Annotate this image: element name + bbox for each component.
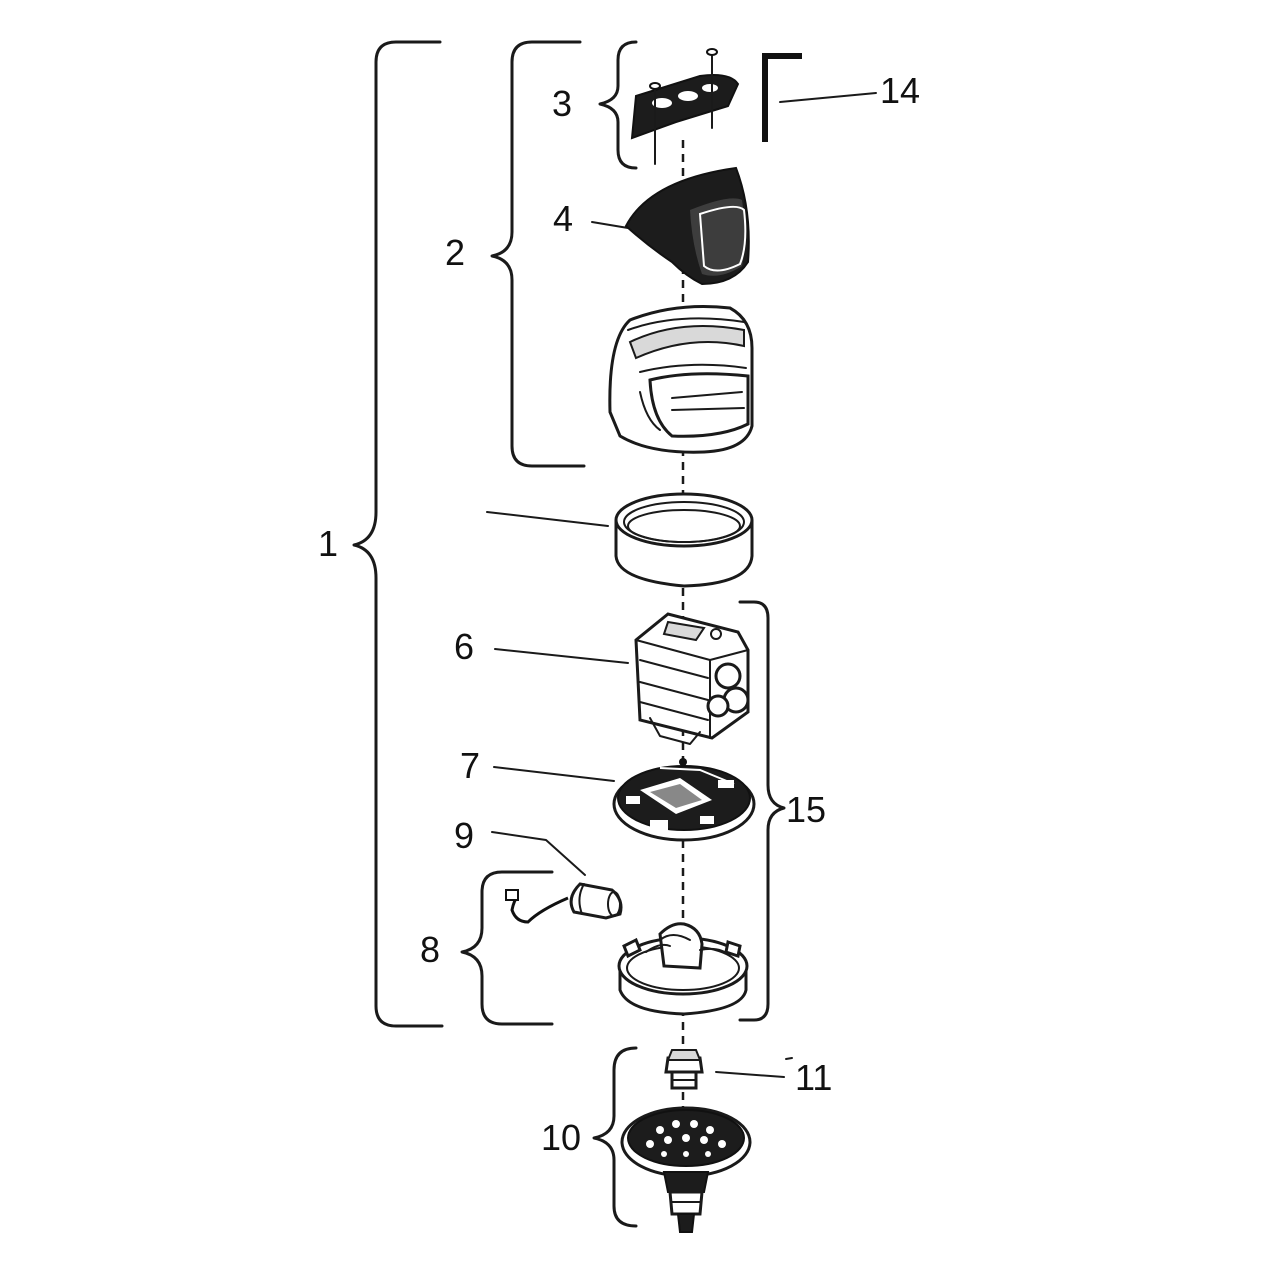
bracket-8	[460, 870, 554, 1026]
faucet-body-icon	[608, 305, 754, 454]
leader-7	[493, 766, 615, 782]
base-housing-icon	[617, 922, 749, 1016]
leader-6	[494, 648, 629, 664]
bracket-10	[592, 1046, 638, 1228]
callout-8: 8	[420, 929, 440, 970]
callout-4: 4	[553, 198, 573, 239]
bracket-2	[490, 40, 586, 468]
trim-ring-icon	[614, 492, 754, 588]
callout-1: 1	[318, 523, 338, 564]
callout-7: 7	[460, 745, 480, 786]
callout-15: 15	[786, 789, 826, 830]
callout-10: 10	[541, 1117, 581, 1158]
callout-2: 2	[445, 232, 465, 273]
callout-11: 11	[795, 1057, 832, 1098]
filter-flange-icon	[620, 1106, 752, 1233]
callout-14: 14	[880, 70, 920, 111]
bracket-1	[352, 40, 444, 1028]
callout-3: 3	[552, 83, 572, 124]
solenoid-icon	[505, 882, 623, 924]
leader-9	[491, 831, 586, 876]
circuit-board-plate-icon	[612, 758, 756, 842]
mark-11	[785, 1057, 793, 1060]
callout-9: 9	[454, 815, 474, 856]
bracket-3	[598, 40, 638, 170]
fitting-icon	[664, 1049, 704, 1090]
leader-11	[715, 1071, 785, 1078]
mounting-plate-with-screws-icon	[630, 48, 740, 165]
leader-ring	[486, 511, 609, 527]
hex-key-icon	[762, 53, 802, 142]
leader-14	[779, 92, 877, 103]
cover-shell-icon	[624, 166, 750, 286]
leader-4	[591, 221, 629, 229]
valve-cartridge-icon	[634, 612, 750, 745]
callout-6: 6	[454, 626, 474, 667]
bracket-15	[738, 600, 786, 1022]
